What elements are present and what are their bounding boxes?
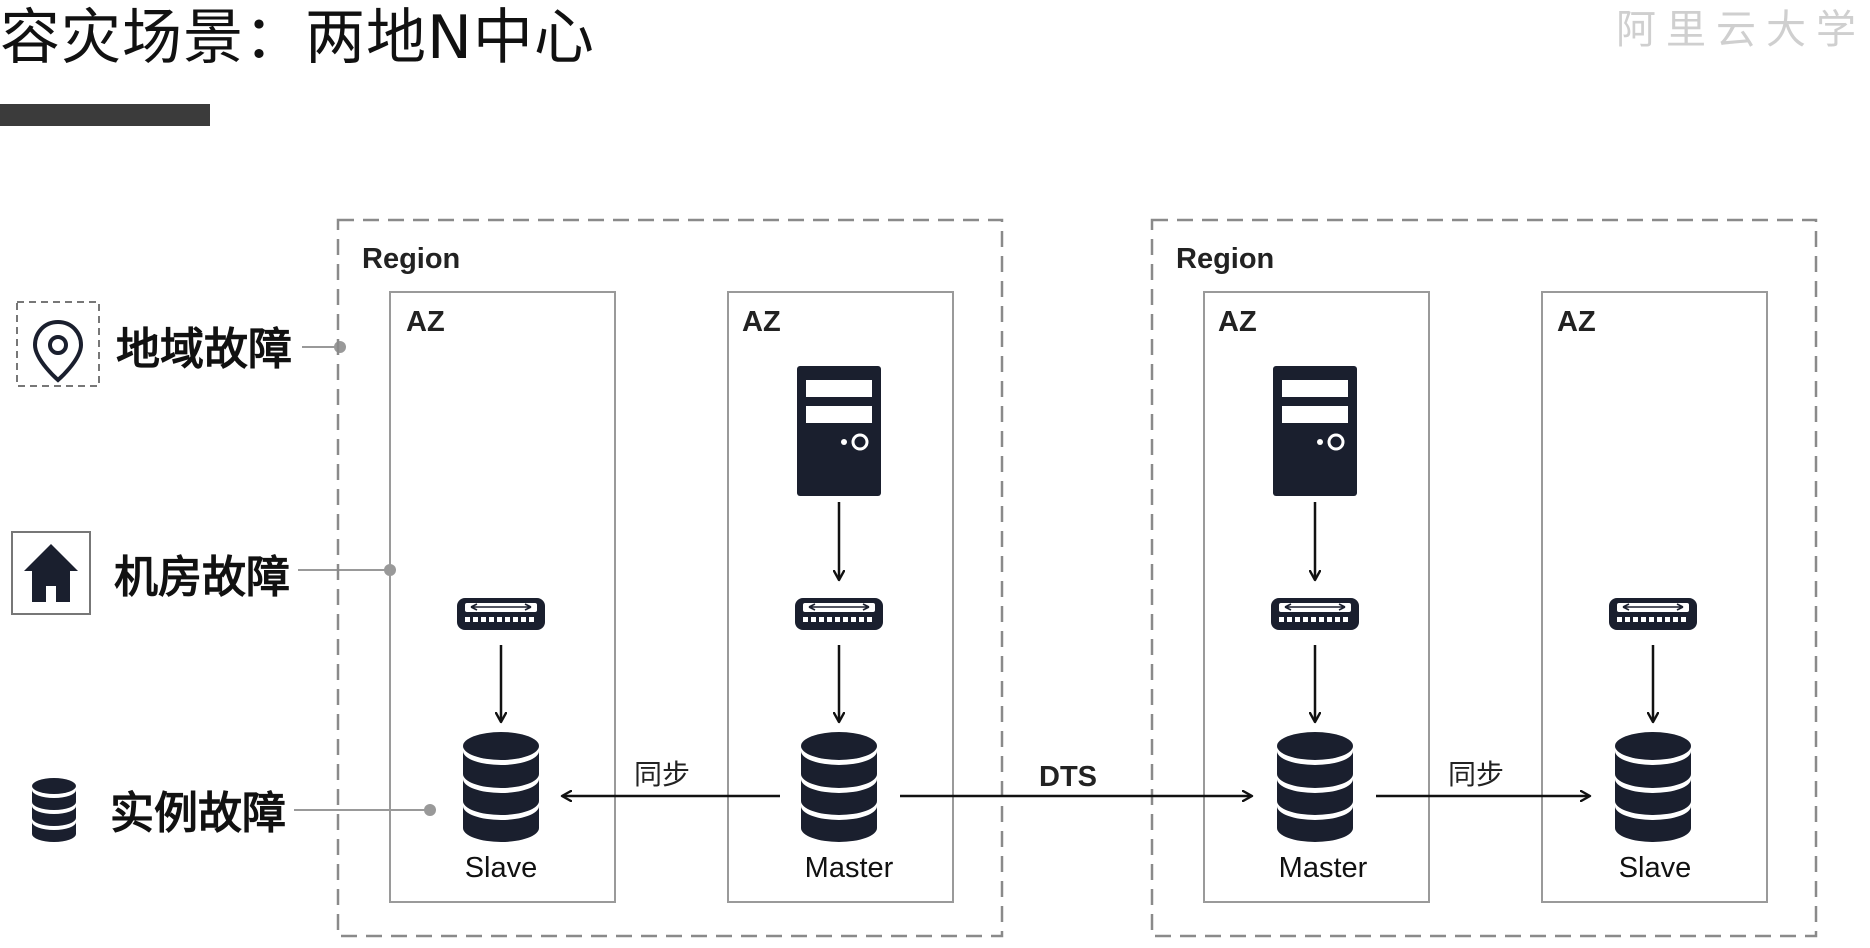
network-switch-icon [456, 597, 546, 631]
sync-label-right: 同步 [1448, 758, 1504, 791]
region-1-az-1: AZ Slave [389, 291, 616, 903]
region-1: Region AZ Slave AZ Master [336, 218, 1004, 938]
house-icon [11, 531, 91, 615]
az-label: AZ [406, 306, 445, 338]
network-switch-icon [794, 597, 884, 631]
region-1-label: Region [362, 243, 460, 275]
region-2-az-1: AZ Master [1203, 291, 1430, 903]
replication-edges: 同步 DTS 同步 [562, 758, 1590, 796]
region-2-label: Region [1176, 243, 1274, 275]
region-1-az-2: AZ Master [727, 291, 954, 903]
node-label-slave: Slave [465, 852, 538, 884]
region-fault-label: 地域故障 [116, 324, 292, 375]
database-icon [463, 732, 539, 842]
database-icon [1277, 732, 1353, 842]
instance-fault-label: 实例故障 [110, 788, 286, 839]
az-label: AZ [742, 306, 781, 338]
sync-label-left: 同步 [634, 758, 690, 791]
database-icon [801, 732, 877, 842]
datacenter-fault-label: 机房故障 [114, 552, 290, 603]
location-pin-icon [16, 301, 100, 387]
title-underline [0, 104, 210, 126]
az-label: AZ [1557, 306, 1596, 338]
az-label: AZ [1218, 306, 1257, 338]
server-tower-icon [1271, 364, 1359, 498]
node-label-master: Master [805, 852, 894, 884]
watermark-logo-text: 阿里云大学 [1616, 7, 1866, 53]
dts-label: DTS [1039, 761, 1097, 793]
page-title: 容灾场景：两地N中心 [0, 3, 595, 73]
database-icon [32, 778, 76, 842]
fault-legend: 地域故障 机房故障 实例故障 [11, 301, 436, 842]
region-2: Region AZ Master AZ Slave [1150, 218, 1818, 938]
network-switch-icon [1608, 597, 1698, 631]
node-label-slave: Slave [1619, 852, 1692, 884]
database-icon [1615, 732, 1691, 842]
node-label-master: Master [1279, 852, 1368, 884]
region-2-az-2: AZ Slave [1541, 291, 1768, 903]
server-tower-icon [795, 364, 883, 498]
network-switch-icon [1270, 597, 1360, 631]
